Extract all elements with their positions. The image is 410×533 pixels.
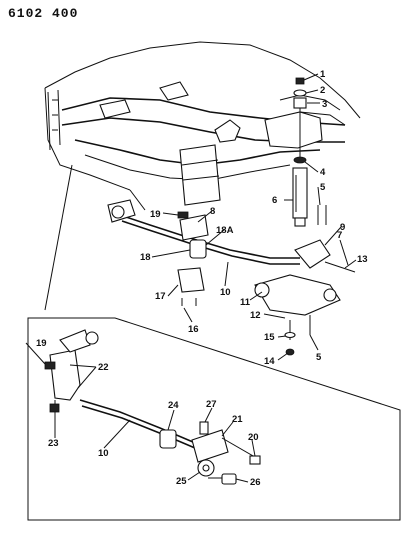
callout-1: 1 (320, 69, 326, 80)
callout-13: 13 (357, 254, 368, 265)
callout-18: 18 (140, 252, 151, 263)
vehicle-frame (44, 41, 361, 311)
callout-5-lower: 5 (316, 352, 322, 363)
callout-6: 6 (272, 195, 277, 206)
callout-11: 11 (240, 297, 251, 308)
callout-16: 16 (188, 324, 199, 335)
lower-bushing (293, 156, 307, 164)
sway-bar-upper (107, 189, 300, 306)
upper-bushing (293, 97, 307, 109)
nut (295, 77, 305, 85)
washer (293, 89, 307, 97)
callout-20: 20 (248, 432, 259, 443)
callout-14: 14 (264, 356, 275, 367)
callout-26: 26 (250, 477, 261, 488)
callout-22: 22 (98, 362, 109, 373)
callout-10: 10 (220, 287, 231, 298)
callout-23: 23 (48, 438, 59, 449)
callout-5: 5 (320, 182, 326, 193)
callout-4: 4 (320, 167, 326, 178)
callout-3: 3 (322, 99, 327, 110)
callout-9: 9 (340, 222, 345, 233)
callout-2: 2 (320, 85, 325, 96)
callout-10-inset: 10 (98, 448, 109, 459)
callout-24: 24 (168, 400, 179, 411)
figure-code: 6102 400 (8, 6, 79, 21)
callout-21: 21 (232, 414, 243, 425)
callout-25: 25 (176, 476, 187, 487)
callout-labels: 1 2 3 4 5 6 7 8 9 10 11 12 13 14 15 5 16… (36, 69, 368, 488)
callout-18a: 18A (216, 225, 234, 236)
callout-19: 19 (150, 209, 161, 220)
callout-17: 17 (155, 291, 166, 302)
callout-8: 8 (210, 206, 215, 217)
callout-7: 7 (337, 230, 342, 241)
leader-lines (25, 73, 357, 483)
detail-inset (27, 317, 401, 521)
callout-12: 12 (250, 310, 261, 321)
shock-body (292, 167, 308, 219)
callout-19-inset: 19 (36, 338, 47, 349)
lower-control-arm (254, 205, 356, 356)
callout-15: 15 (264, 332, 275, 343)
shock-absorber-assembly (292, 77, 308, 227)
callout-27: 27 (206, 399, 217, 410)
